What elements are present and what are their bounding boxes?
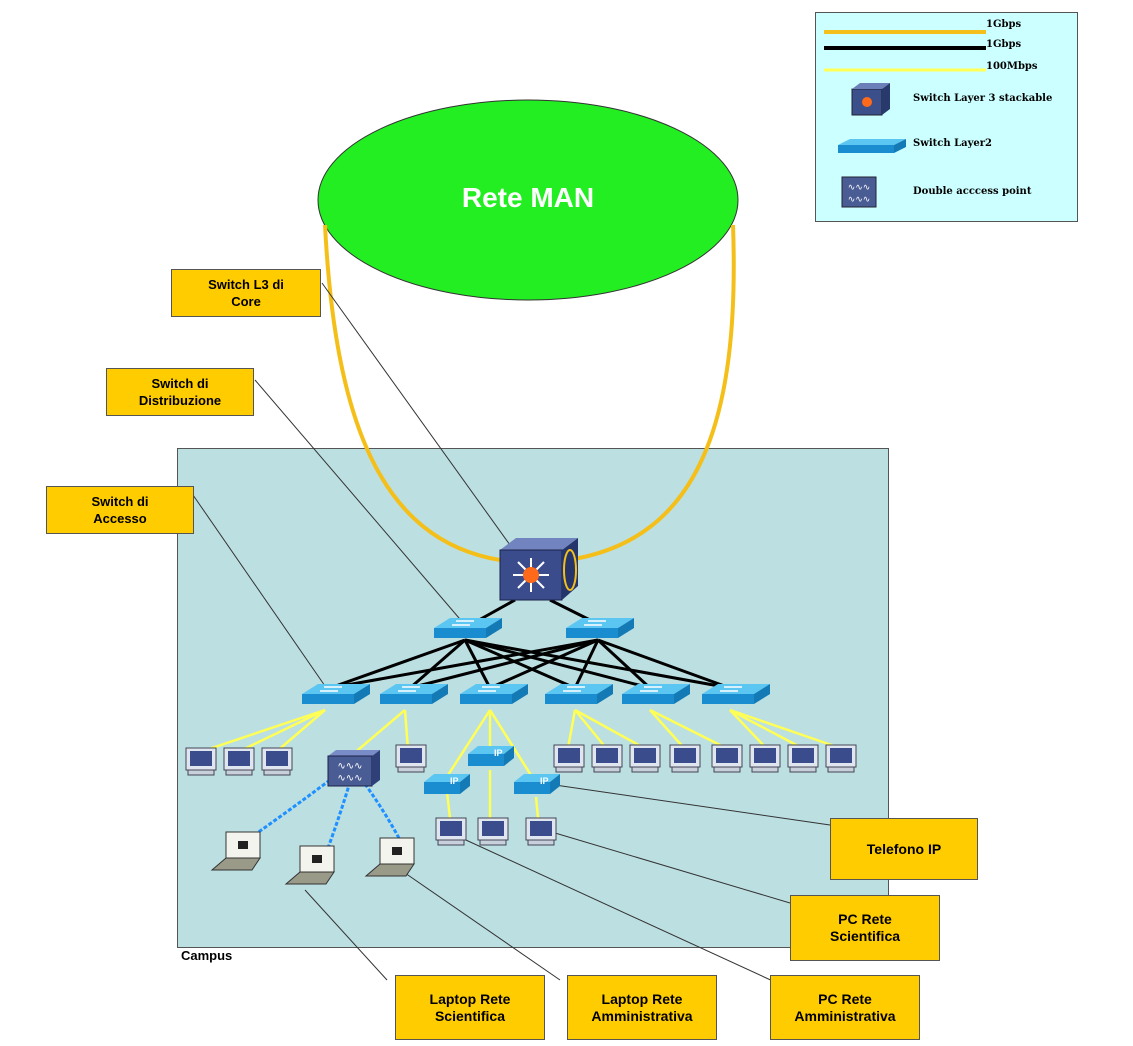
laptop-group	[210, 831, 415, 885]
core-switch-icon	[499, 538, 578, 601]
ip-phone-icon: IP	[424, 774, 470, 794]
label-laptop-amministrativa-text: Laptop Rete Amministrativa	[591, 990, 693, 1024]
label-pc-scientifica: PC Rete Scientifica	[790, 895, 940, 961]
label-core-text: Switch L3 di Core	[208, 277, 284, 309]
man-cloud	[317, 99, 739, 301]
ip-phone-group: IP IP IP	[424, 746, 560, 794]
ip-phone-icon: IP	[514, 774, 560, 794]
label-laptop-amministrativa: Laptop Rete Amministrativa	[567, 975, 717, 1040]
pc-icon	[223, 747, 255, 776]
gigabit-black-links	[329, 598, 731, 690]
legend-text-4: Switch Layer 3 stackable	[913, 93, 1053, 104]
pc-icon	[591, 744, 623, 773]
svg-text:IP: IP	[450, 776, 459, 786]
pc-icon	[629, 744, 661, 773]
pc-icon	[525, 817, 557, 846]
label-distribution-switch: Switch di Distribuzione	[106, 368, 254, 416]
pc-icon	[825, 744, 857, 773]
label-access-text: Switch di Accesso	[91, 494, 149, 526]
legend-text-2: 1Gbps	[986, 39, 1022, 50]
pc-icon	[477, 817, 509, 846]
pc-group	[185, 744, 857, 846]
laptop-icon	[210, 831, 261, 871]
access-switch-4	[545, 684, 613, 704]
legend-text-5: Switch Layer2	[913, 138, 992, 149]
fast-ethernet-links	[199, 708, 841, 819]
label-access-switch: Switch di Accesso	[46, 486, 194, 534]
label-pc-amministrativa: PC Rete Amministrativa	[770, 975, 920, 1040]
access-switch-5	[622, 684, 690, 704]
legend-graphics: ∿∿∿ ∿∿∿	[824, 30, 986, 208]
pc-icon	[749, 744, 781, 773]
access-switch-1	[302, 684, 370, 704]
legend-text-1: 1Gbps	[986, 19, 1022, 30]
wireless-links	[249, 778, 402, 849]
svg-text:∿∿∿: ∿∿∿	[337, 773, 362, 784]
svg-text:IP: IP	[540, 776, 549, 786]
pc-icon	[711, 744, 743, 773]
access-switch-3	[460, 684, 528, 704]
callout-lines	[192, 282, 831, 983]
pc-icon	[435, 817, 467, 846]
label-laptop-scientifica: Laptop Rete Scientifica	[395, 975, 545, 1040]
pc-icon	[185, 747, 217, 776]
campus-area	[177, 448, 889, 948]
svg-text:∿∿∿: ∿∿∿	[848, 194, 871, 204]
core-uplink-right	[567, 224, 736, 562]
access-switch-2	[380, 684, 448, 704]
svg-text:∿∿∿: ∿∿∿	[848, 182, 871, 192]
label-core-switch: Switch L3 di Core	[171, 269, 321, 317]
label-laptop-scientifica-text: Laptop Rete Scientifica	[429, 990, 511, 1024]
svg-text:∿∿∿: ∿∿∿	[337, 761, 362, 772]
access-switch-6	[702, 684, 770, 704]
legend-text-3: 100Mbps	[986, 61, 1038, 72]
access-point-icon: ∿∿∿ ∿∿∿	[327, 750, 380, 787]
pc-icon	[787, 744, 819, 773]
label-pc-scientifica-text: PC Rete Scientifica	[829, 911, 901, 944]
legend-text-6: Double acccess point	[913, 186, 1032, 197]
laptop-icon	[364, 837, 415, 877]
label-telefono-ip: Telefono IP	[830, 818, 978, 880]
pc-icon	[553, 744, 585, 773]
man-cloud-label: Rete MAN	[462, 182, 594, 213]
switch-l2-icon	[838, 139, 906, 153]
core-uplink-left	[323, 224, 501, 562]
svg-text:IP: IP	[494, 748, 503, 758]
campus-label: Campus	[181, 948, 233, 963]
distribution-switch-2	[566, 618, 634, 638]
legend: ∿∿∿ ∿∿∿ 1Gbps 1Gbps 100Mbps Switch Layer…	[815, 12, 1078, 222]
label-distribution-text: Switch di Distribuzione	[138, 376, 222, 408]
pc-icon	[395, 744, 427, 773]
label-pc-amministrativa-text: PC Rete Amministrativa	[794, 990, 896, 1024]
pc-icon	[261, 747, 293, 776]
access-point-icon: ∿∿∿ ∿∿∿	[841, 176, 877, 208]
ip-phone-icon: IP	[468, 746, 514, 766]
label-telefono-text: Telefono IP	[866, 840, 942, 857]
switch-l3-icon	[851, 83, 890, 116]
laptop-icon	[284, 845, 335, 885]
pc-icon	[669, 744, 701, 773]
distribution-switch-1	[434, 618, 502, 638]
